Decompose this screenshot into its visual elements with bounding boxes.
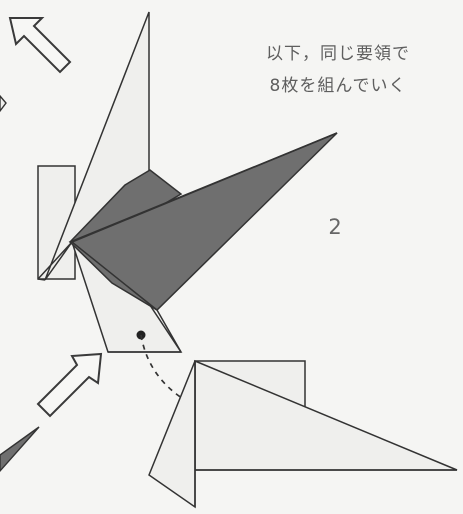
arrow-top-left-icon [8, 17, 72, 74]
lower-left-folded-flap [148, 360, 196, 509]
dashed-curved-arrow-icon [140, 334, 231, 420]
step-number: 2 [328, 215, 342, 239]
upper-fold-lines [37, 132, 338, 353]
left-edge-paper-fragment [0, 94, 7, 113]
lower-long-light-triangle [194, 359, 458, 471]
instruction-line-2: 8枚を組んでいく [269, 76, 407, 96]
bottom-left-dark-wedge [0, 426, 40, 473]
instruction-line-1: 以下，同じ要領で [266, 44, 410, 64]
arrow-bottom-left-icon [36, 352, 103, 418]
instruction-note: 以下，同じ要領で 8枚を組んでいく [232, 38, 444, 102]
lower-fold-line [194, 361, 457, 507]
